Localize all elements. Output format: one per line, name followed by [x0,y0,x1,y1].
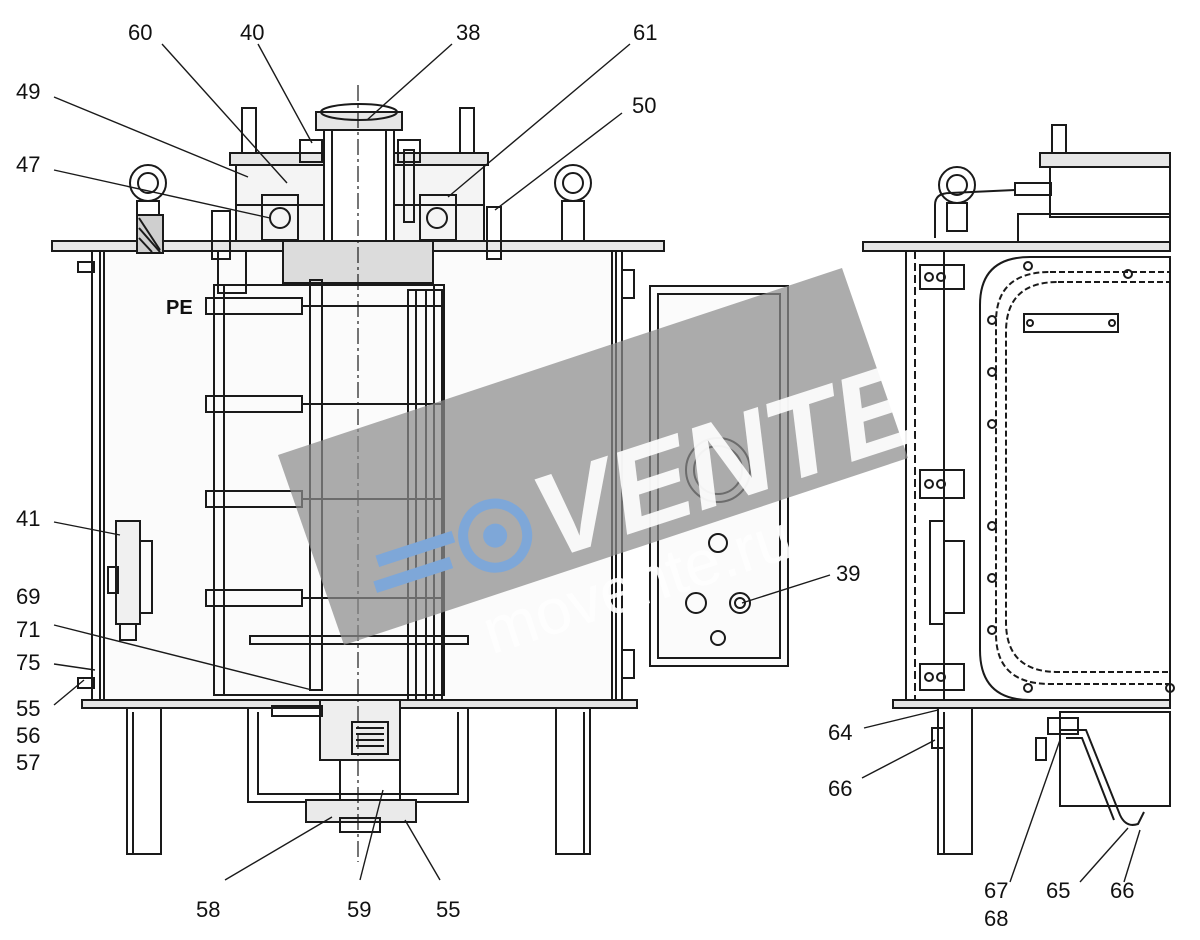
callout-75: 75 [16,650,40,675]
callout-39: 39 [836,561,860,586]
callout-49: 49 [16,79,40,104]
lifting-eye-side [938,166,976,204]
callout-66-right: 66 [1110,878,1134,903]
access-panel [979,256,1171,701]
callout-41: 41 [16,506,40,531]
callout-66-left: 66 [828,776,852,801]
callout-71: 71 [16,617,40,642]
callout-59: 59 [347,897,371,922]
cable-gland-small [708,533,728,553]
callout-38: 38 [456,20,480,45]
terminal-39 [729,592,751,614]
callout-40: 40 [240,20,264,45]
callout-69: 69 [16,584,40,609]
callout-55-left: 55 [16,696,40,721]
callout-55-bottom: 55 [436,897,460,922]
leg-left [126,707,162,855]
callout-47: 47 [16,152,40,177]
callout-labels: 60 40 38 61 49 50 47 PE 41 69 71 75 55 5… [16,20,1134,931]
bearing-ball-right [426,207,448,229]
callout-60: 60 [128,20,152,45]
nameplate [1023,313,1119,333]
callout-65: 65 [1046,878,1070,903]
callout-64: 64 [828,720,852,745]
leader-lines [53,43,1141,883]
watermark-band [278,268,908,645]
drain-pipe [1060,729,1145,826]
side-bottom-plate [892,699,1171,709]
watermark-logo-bearing-icon [458,498,533,573]
lifting-eye-right [554,164,592,202]
callout-68: 68 [984,906,1008,931]
right-view [862,124,1175,855]
callout-57: 57 [16,750,40,775]
callout-61: 61 [633,20,657,45]
callout-56: 56 [16,723,40,748]
callout-67: 67 [984,878,1008,903]
callout-58: 58 [196,897,220,922]
lifting-eye-left [129,164,167,202]
leg-right [555,707,591,855]
side-unit-41 [115,520,141,625]
label-pe: PE [166,297,193,319]
side-cover-plate [862,241,1171,252]
callout-50: 50 [632,93,656,118]
